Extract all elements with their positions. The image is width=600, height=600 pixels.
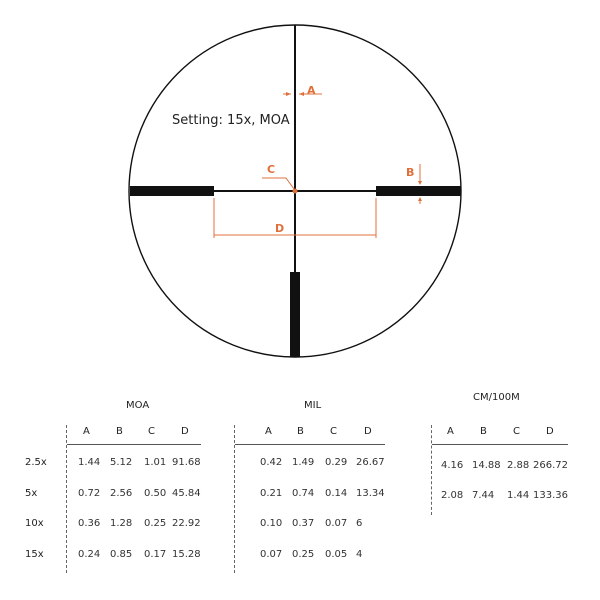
mil-cell: 0.74 (292, 488, 315, 499)
moa-header-rule (67, 444, 201, 445)
moa-divider (66, 425, 67, 573)
mil-divider (234, 425, 235, 573)
moa-title: MOA (126, 400, 150, 411)
mil-cell: 0.07 (325, 518, 348, 529)
mil-cell: 0.42 (260, 457, 283, 468)
moa-cell: 15.28 (172, 549, 201, 560)
label-c: C (267, 163, 276, 176)
cm-col-a: A (447, 426, 454, 437)
mil-col-a: A (265, 426, 272, 437)
label-a: A (307, 84, 316, 97)
mil-col-d: D (364, 426, 372, 437)
cm-col-b: B (480, 426, 487, 437)
mil-cell: 1.49 (292, 457, 315, 468)
mil-col-c: C (330, 426, 337, 437)
label-d: D (275, 222, 285, 235)
mil-cell: 0.29 (325, 457, 348, 468)
cm-cell: 14.88 (472, 460, 501, 471)
label-b: B (406, 166, 415, 179)
moa-cell: 0.50 (144, 488, 167, 499)
moa-col-b: B (116, 426, 123, 437)
cm-cell: 4.16 (441, 460, 464, 471)
moa-col-a: A (83, 426, 90, 437)
reticle-diagram (128, 24, 462, 358)
row-label-5x: 5x (25, 488, 38, 499)
mil-cell: 13.34 (356, 488, 385, 499)
moa-cell: 0.85 (110, 549, 133, 560)
row-label-15x: 15x (25, 549, 44, 560)
cm-title: CM/100M (473, 392, 520, 403)
row-label-2-5x: 2.5x (25, 457, 47, 468)
mil-header-rule (235, 444, 385, 445)
moa-cell: 22.92 (172, 518, 201, 529)
moa-cell: 91.68 (172, 457, 201, 468)
cm-cell: 7.44 (472, 490, 495, 501)
setting-label: Setting: 15x, MOA (172, 113, 290, 128)
moa-cell: 1.28 (110, 518, 133, 529)
mil-cell: 0.07 (260, 549, 283, 560)
mil-title: MIL (304, 400, 322, 411)
mil-cell: 26.67 (356, 457, 385, 468)
mil-cell: 0.37 (292, 518, 315, 529)
moa-cell: 0.25 (144, 518, 167, 529)
mil-cell: 0.21 (260, 488, 283, 499)
moa-cell: 5.12 (110, 457, 133, 468)
moa-col-d: D (181, 426, 189, 437)
mil-cell: 0.10 (260, 518, 283, 529)
center-dot (292, 188, 298, 194)
moa-cell: 45.84 (172, 488, 201, 499)
mil-cell: 0.25 (292, 549, 315, 560)
mil-col-b: B (297, 426, 304, 437)
bottom-thick-post (290, 272, 300, 357)
cm-cell: 1.44 (507, 490, 530, 501)
moa-cell: 0.24 (78, 549, 101, 560)
moa-cell: 0.17 (144, 549, 167, 560)
cm-cell: 266.72 (533, 460, 568, 471)
mil-cell: 0.14 (325, 488, 348, 499)
cm-col-d: D (546, 426, 554, 437)
moa-col-c: C (148, 426, 155, 437)
mil-cell: 4 (356, 549, 363, 560)
c-leader (262, 177, 295, 190)
mil-cell: 0.05 (325, 549, 348, 560)
cm-cell: 133.36 (533, 490, 568, 501)
cm-col-c: C (513, 426, 520, 437)
moa-cell: 2.56 (110, 488, 133, 499)
cm-cell: 2.88 (507, 460, 530, 471)
moa-cell: 1.44 (78, 457, 101, 468)
moa-cell: 0.72 (78, 488, 101, 499)
cm-cell: 2.08 (441, 490, 464, 501)
right-thick-post (376, 186, 461, 196)
mil-cell: 6 (356, 518, 363, 529)
row-label-10x: 10x (25, 518, 44, 529)
left-thick-post (130, 186, 214, 196)
cm-divider (431, 425, 432, 515)
moa-cell: 1.01 (144, 457, 167, 468)
moa-cell: 0.36 (78, 518, 101, 529)
cm-header-rule (432, 444, 568, 445)
